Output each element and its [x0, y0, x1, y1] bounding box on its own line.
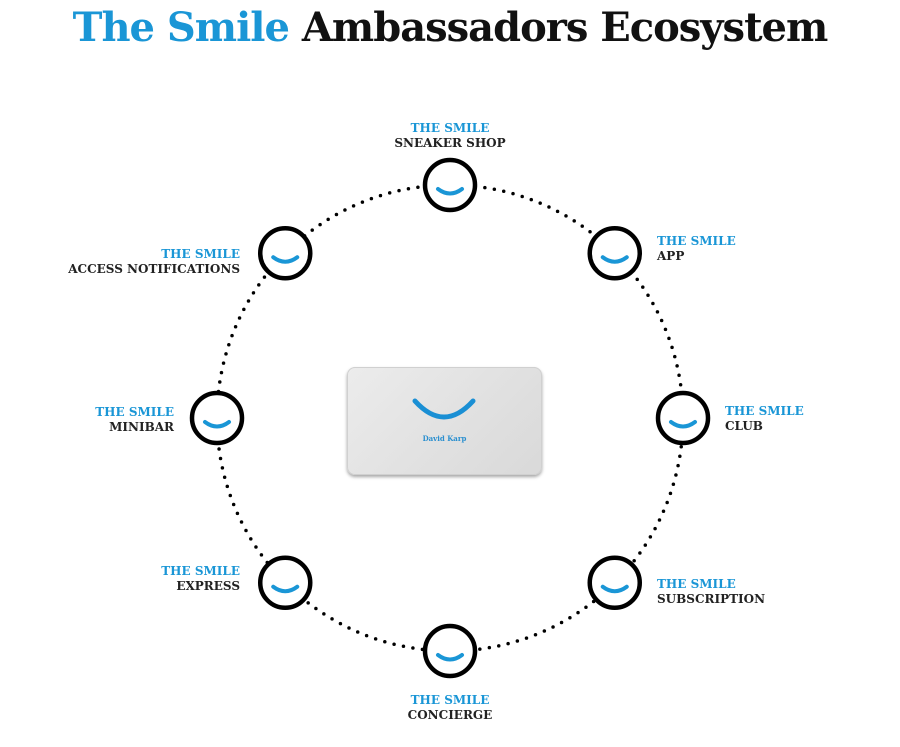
node-circle	[257, 555, 313, 611]
smile-icon	[412, 398, 476, 420]
label-express: THE SMILE EXPRESS	[161, 564, 240, 593]
label-club: THE SMILE CLUB	[725, 404, 804, 433]
node-circle	[587, 225, 643, 281]
label-minibar: THE SMILE MINIBAR	[95, 405, 174, 434]
node-app	[587, 225, 643, 281]
smile-icon	[271, 255, 300, 264]
node-circle	[422, 157, 478, 213]
node-circle	[587, 555, 643, 611]
smile-icon	[203, 420, 231, 429]
page-title: The Smile Ambassadors Ecosystem	[0, 4, 900, 52]
node-minibar	[189, 390, 245, 446]
smile-icon	[600, 584, 629, 594]
smile-icon	[436, 653, 464, 662]
card-holder-name: David Karp	[422, 434, 467, 443]
smile-icon	[436, 187, 464, 196]
node-sneaker-shop	[422, 157, 478, 213]
node-circle	[189, 390, 245, 446]
title-rest: Ambassadors Ecosystem	[301, 4, 828, 51]
node-access-notifications	[257, 225, 313, 281]
node-concierge	[422, 623, 478, 679]
node-circle	[257, 225, 313, 281]
node-subscription	[587, 555, 643, 611]
smile-icon	[600, 255, 629, 264]
smile-icon	[271, 584, 300, 594]
center-card: David Karp	[347, 367, 542, 475]
label-sneaker-shop: THE SMILE SNEAKER SHOP	[394, 121, 506, 150]
title-accent: The Smile	[72, 4, 290, 51]
label-access-notifications: THE SMILE ACCESS NOTIFICATIONS	[68, 247, 240, 276]
node-express	[257, 555, 313, 611]
smile-icon	[669, 420, 697, 429]
label-subscription: THE SMILE SUBSCRIPTION	[657, 577, 766, 606]
node-circle	[655, 390, 711, 446]
node-circle	[422, 623, 478, 679]
label-concierge: THE SMILE CONCIERGE	[407, 693, 493, 722]
node-club	[655, 390, 711, 446]
label-app: THE SMILE APP	[657, 234, 736, 263]
